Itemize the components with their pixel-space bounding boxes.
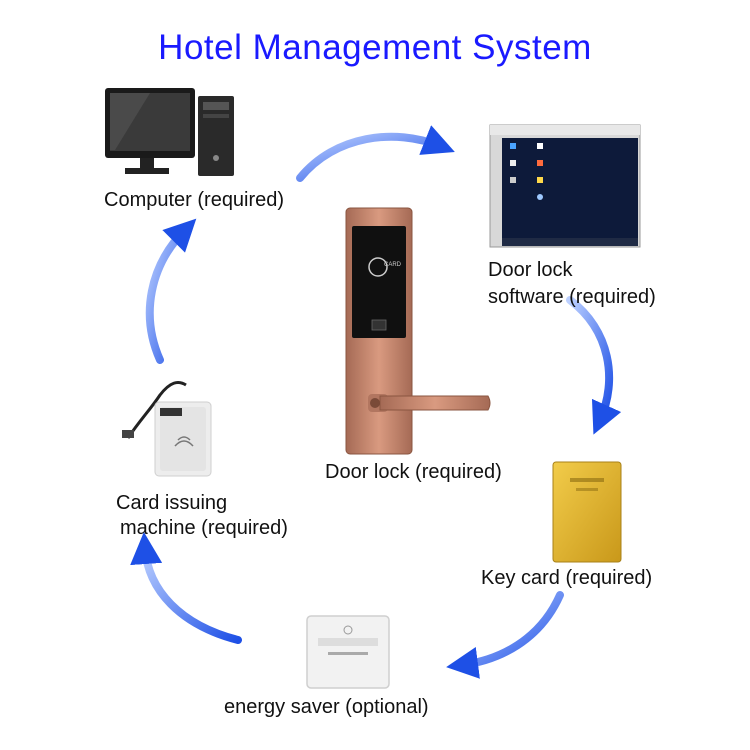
arrow-keycard-to-energysaver [446, 591, 564, 679]
key-card-label: Key card (required) [481, 567, 653, 589]
software-label-line1: Door lock [488, 259, 573, 281]
arrow-cardissuer-to-computer [145, 218, 197, 364]
arrow-software-to-keycard [566, 296, 622, 435]
arrow-energysaver-to-cardissuer [130, 532, 242, 644]
card-issuer-label-line1: Card issuing [116, 492, 228, 514]
card-issuer-label-line2: machine (required) [120, 517, 288, 539]
computer-label: Computer (required) [104, 189, 285, 211]
door-lock-label: Door lock (required) [325, 461, 502, 483]
page-title: Hotel Management System [158, 28, 592, 67]
software-label-line2: software (required) [488, 286, 656, 308]
lock-card-mark: CARD [384, 262, 402, 268]
energy-saver-label: energy saver (optional) [224, 696, 429, 718]
arrow-computer-to-software [296, 125, 455, 182]
